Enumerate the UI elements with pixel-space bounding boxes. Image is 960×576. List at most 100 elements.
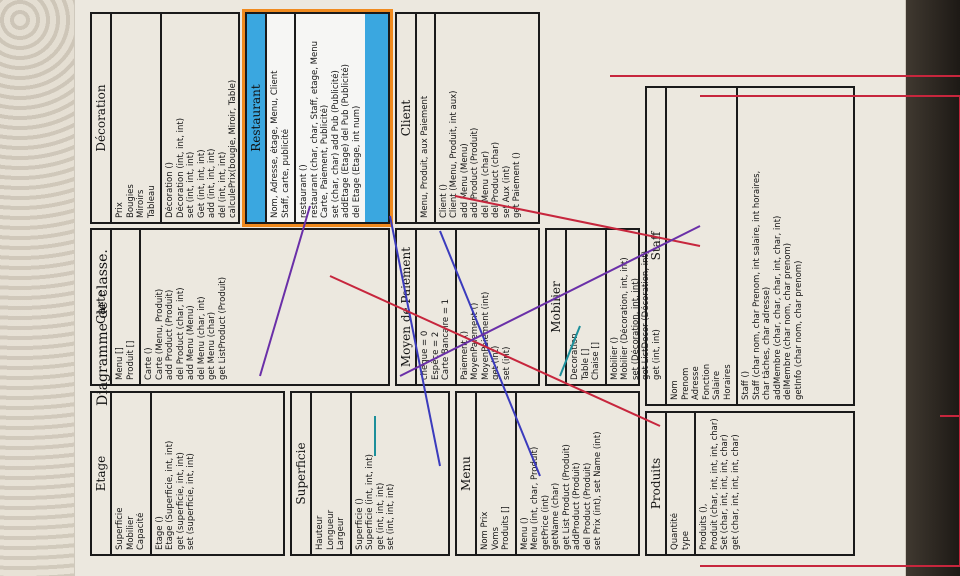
attribute: Decoration [570, 333, 580, 380]
attribute: Table [] [580, 348, 591, 380]
method: add Product (Produit) [470, 127, 480, 218]
attribute: Produit [] [125, 340, 136, 380]
attribute: Hauteur [315, 515, 325, 550]
method: del Etage (Etage, int num) [351, 105, 362, 218]
method: del (int, int, int) [217, 151, 228, 218]
class-client: Client Menu, Produit, aux Paiement Clien… [395, 12, 540, 224]
method: Produits (), [699, 503, 709, 550]
method: set (int, int, int) [186, 151, 196, 218]
class-menu: Menu Nom Prix Voms Produits [] Menu () M… [455, 391, 640, 556]
class-attributes: Nom Prix Voms Produits [] [475, 393, 515, 554]
attribute: Nom, Adresse, étage, Menu, Client [270, 70, 280, 218]
method: Carte () [144, 347, 154, 380]
method: add Product (Produit) [165, 289, 175, 380]
method: set (superficie, int, int) [186, 453, 196, 550]
class-etage: Etage Superficie Mobilier Capacité Etage… [90, 391, 285, 556]
class-attributes: Superficie Mobilier Capacité [110, 393, 150, 554]
attribute: Menu, Produit, aux Paiement [420, 95, 430, 218]
attribute: Salaire [712, 370, 722, 400]
method: get ListProduct (Produit) [217, 276, 228, 380]
method: set Aux (int) [501, 165, 512, 218]
class-moyen-de-paiement: Moyen de Paiement chèque = 0 Espèce = 2 … [395, 228, 540, 386]
class-title: Décoration [94, 84, 108, 152]
method: addMembre (char, char, char, int, char, … [772, 215, 783, 400]
class-decoration: Décoration Prix Bougies Miroirs Tableau … [90, 12, 242, 224]
class-methods: Mobilier () Mobilier (Décoration, int, i… [604, 230, 665, 384]
attribute: Espèce = 2 [430, 331, 441, 380]
attribute: Voms [490, 526, 501, 550]
attribute: Staff, carte, publicité [280, 128, 291, 218]
class-methods: Menu () Menu (int, char, Produit) getPri… [514, 393, 607, 554]
method: set (int) [501, 346, 512, 380]
attribute: Menu [] [115, 347, 125, 380]
method: Menu () [519, 517, 530, 550]
method: calculePrix(bougie, Miroir, Table) [228, 79, 238, 218]
method: Superficie () [354, 498, 365, 550]
class-methods: Décoration () Décoration (int, int, int)… [160, 14, 242, 222]
attribute: Bougies [125, 184, 136, 218]
attribute: Mobilier [125, 516, 136, 550]
class-methods: Carte () Carte (Menu, Produit) add Produ… [139, 230, 231, 384]
class-methods: Etage () Etage (Superficie, int, int) ge… [149, 393, 200, 554]
method: getPrice (int) [540, 494, 551, 550]
method: Client (Menu, Produit, int aux) [449, 90, 459, 218]
attribute: Horaires [722, 364, 733, 400]
method: addProduct (Produit) [572, 462, 582, 550]
method: Carte, Paiement, Publicité) [320, 104, 330, 218]
method: Décoration (int, int, int) [175, 117, 186, 218]
method: getName (char) [551, 482, 561, 550]
method: get (int, int, int) [375, 482, 386, 550]
method: Mobilier () [609, 336, 620, 380]
method: getInfo (char nom, char prenom) [793, 260, 804, 400]
attribute: Largeur [336, 517, 346, 550]
class-title: Restaurant [249, 84, 263, 152]
method: Paiement () [459, 330, 470, 380]
class-title: Client [399, 99, 413, 137]
method: restaurant () [299, 164, 309, 218]
method: Mobilier (Décoration, int, int) [620, 257, 630, 380]
class-staff: Staff Nom Prenom Adresse Fonction Salair… [645, 86, 855, 406]
attribute: Nom Prix [480, 511, 490, 550]
attribute: chèque = 0 [420, 330, 430, 380]
method: Produit (char, int, int, int, char) [709, 418, 720, 550]
method: MoyenPaiement () [470, 302, 480, 380]
method: set (Décoration, int, int) [630, 278, 641, 380]
attribute: Chaise [] [591, 342, 601, 380]
class-methods: Client () Client (Menu, Produit, int aux… [433, 14, 526, 222]
method: del Product (char, int) [175, 287, 186, 380]
attribute: Carte Bancaire = 1 [441, 298, 451, 380]
class-methods: Produits (), Produit (char, int, int, in… [694, 413, 744, 554]
class-methods: Superficie () Superficie (int, int, int)… [349, 393, 400, 554]
method: Get (int, int, int) [196, 149, 207, 218]
class-title: Carte [94, 290, 108, 324]
attribute: Capacité [136, 512, 146, 550]
method: get (char, int, int, int, char) [730, 434, 741, 550]
tablecloth [0, 0, 80, 576]
method: get (int, int) [651, 329, 662, 380]
class-produits: Produits Quantité type Produits (), Prod… [645, 411, 855, 556]
class-attributes: Nom Prenom Adresse Fonction Salaire Hora… [665, 88, 736, 404]
attribute: Longueur [325, 509, 336, 550]
class-attributes: chèque = 0 Espèce = 2 Carte Bancaire = 1 [415, 230, 455, 384]
class-attributes: Menu, Produit, aux Paiement [415, 14, 434, 222]
method: addEtage (Etage) del Pub (Publicité) [341, 64, 351, 218]
class-title: Superficie [294, 442, 308, 505]
class-title: Etage [94, 455, 108, 492]
attribute: Superficie [115, 507, 125, 550]
method: Etage (Superficie, int, int) [165, 440, 175, 550]
class-title: Produits [649, 457, 663, 510]
attribute: Prix [115, 202, 125, 218]
class-title: Moyen de Paiement [399, 246, 413, 368]
method: get ListDecor (Décoration, int) [641, 250, 651, 380]
class-restaurant: Restaurant Nom, Adresse, étage, Menu, Cl… [242, 7, 393, 229]
method: delMembre (char nom, char prenom) [783, 242, 793, 400]
method: del Menu (char) [480, 150, 491, 218]
attribute: Prenom [680, 367, 691, 400]
method: get (int) [491, 345, 501, 380]
attribute: Produits [] [501, 506, 511, 550]
method: del Product (Produit) [582, 462, 593, 550]
class-methods: Staff () Staff (char nom, char Prenom, i… [736, 88, 807, 404]
method: Menu (int, char, Produit) [530, 446, 540, 550]
method: Etage () [154, 516, 165, 550]
